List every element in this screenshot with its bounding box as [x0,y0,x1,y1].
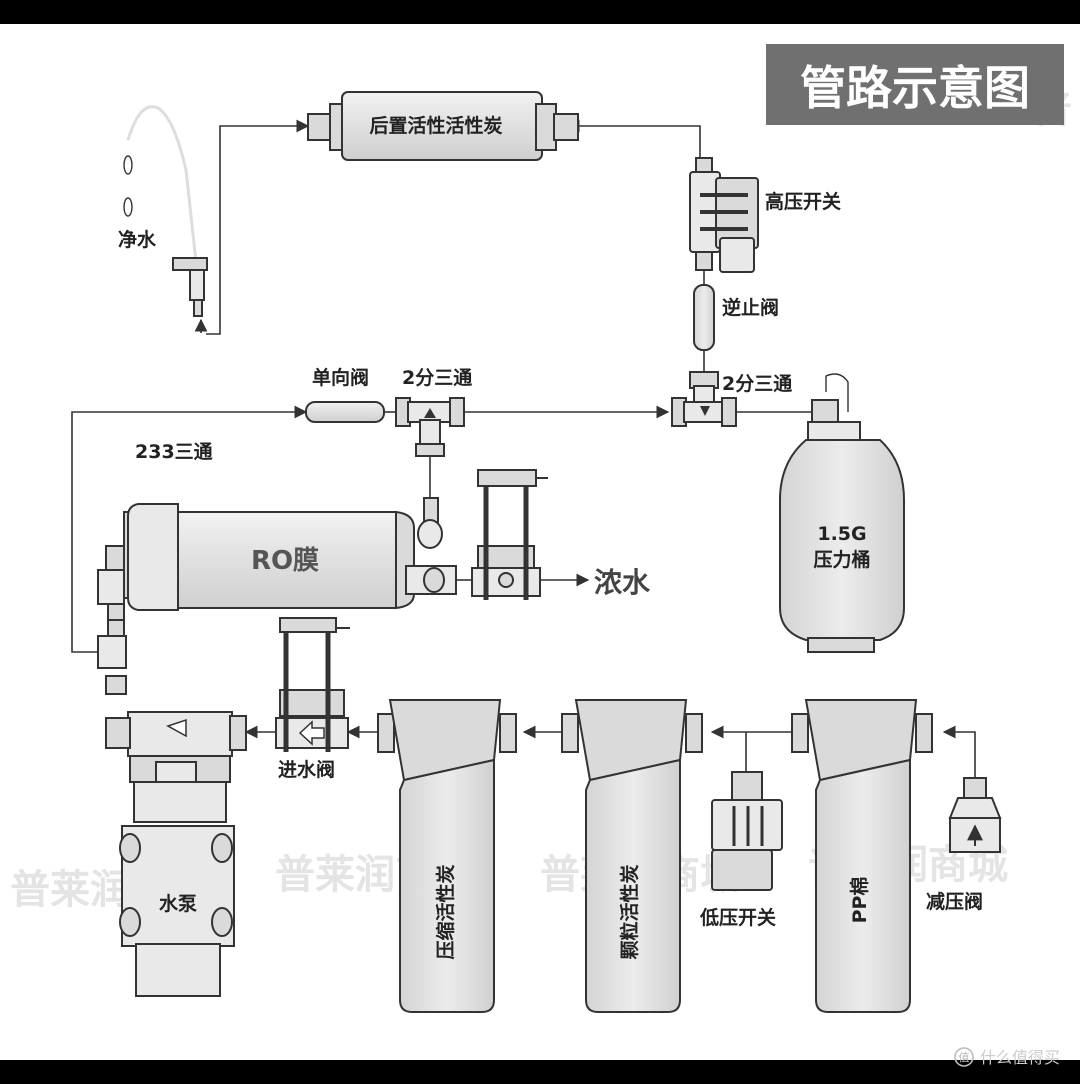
one-way-valve-label: 单向阀 [312,366,369,389]
footer-brand-text: 什么值得买 [980,1048,1060,1067]
low-switch-label: 低压开关 [699,906,776,929]
title-box: 管路示意图 [766,44,1064,125]
tank-size-label: 1.5G [817,523,866,545]
faucet-label: 净水 [118,228,157,251]
check-valve-label: 逆止阀 [722,296,779,319]
check-valve [694,285,714,350]
inlet-valve-label: 进水阀 [278,758,335,781]
post-carbon-label: 后置活性活性炭 [369,114,502,137]
tank-name-label: 压力桶 [813,548,870,571]
tee-233-label: 233三通 [135,441,214,463]
high-switch-label: 高压开关 [765,190,841,213]
reducing-valve-label: 减压阀 [926,890,983,913]
waste-water-label: 浓水 [594,566,651,599]
ro-membrane-label: RO膜 [251,546,319,576]
pump-label: 水泵 [159,893,197,915]
tee-right-label: 2分三通 [722,373,793,395]
tee-left-label: 2分三通 [402,367,473,389]
one-way-valve [306,402,384,422]
svg-text:值: 值 [959,1051,970,1064]
pp-cotton-label: PP棉 [848,877,871,924]
granular-carbon-label: 颗粒活性炭 [618,864,641,959]
page-title: 管路示意图 [800,61,1030,115]
compressed-carbon-label: 压缩活性炭 [434,864,457,959]
